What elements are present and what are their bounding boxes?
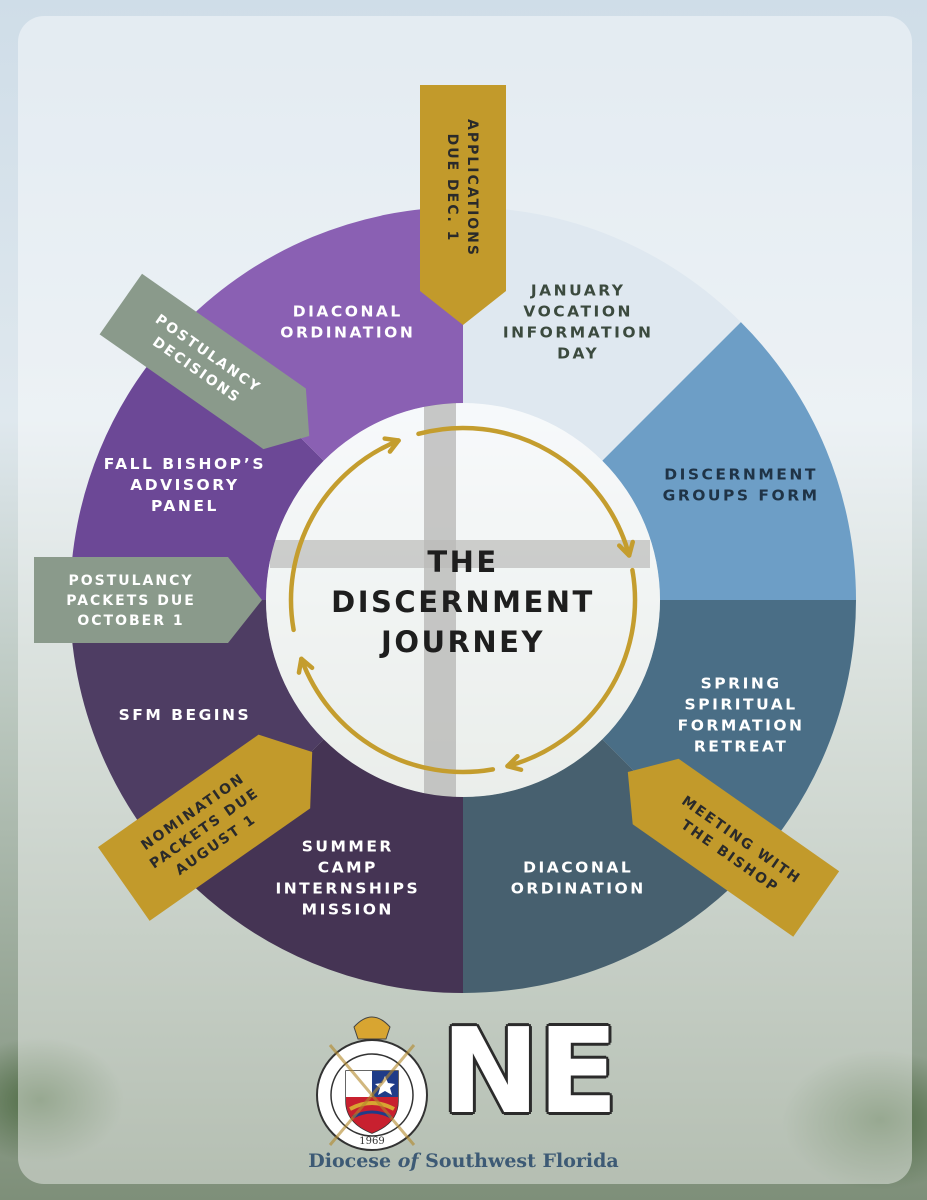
segment-label-line: INTERNSHIPS (275, 880, 420, 898)
flag-label-line: POSTULANCY (68, 573, 193, 589)
cycle-arrow-arc (505, 567, 638, 769)
segment-label-line: DIACONAL (293, 302, 403, 320)
milestone-flag: POSTULANCYDECISIONS (99, 273, 310, 450)
ring-segment (602, 322, 856, 600)
center-circle (266, 403, 660, 797)
diocese-tagline: Diocese of Southwest Florida (0, 1150, 927, 1172)
milestone-flags: APPLICATIONSDUE DEC. 1 POSTULANCYDECISION… (34, 85, 840, 937)
cycle-arrow-arc (288, 438, 401, 633)
ring-segment (70, 322, 324, 600)
cycle-arrow-arc (416, 425, 632, 558)
flag-shape (99, 273, 310, 450)
flag-shape (627, 758, 840, 937)
segment-label: DISCERNMENT GROUPS FORM (663, 465, 820, 504)
segment-label-line: FALL BISHOP’S (104, 455, 266, 473)
segment-label-line: ADVISORY (130, 476, 239, 494)
segment-label: FALL BISHOP’S ADVISORY PANEL (104, 455, 266, 515)
flag-shape (34, 557, 262, 643)
segment-label-line: DISCERNMENT (664, 465, 818, 483)
center-title: THE DISCERNMENT JOURNEY (331, 545, 595, 659)
flag-label: POSTULANCY PACKETS DUE OCTOBER 1 (66, 573, 196, 629)
tagline-prefix: Diocese (308, 1150, 398, 1172)
segment-label: JANUARY VOCATION INFORMATION DAY (503, 281, 654, 362)
segment-label: DIACONAL ORDINATION (511, 859, 646, 898)
flag-label-line: PACKETS DUE (66, 593, 196, 609)
ring-segment (185, 207, 463, 461)
segment-label-line: DAY (557, 344, 599, 362)
segment-label-line: GROUPS FORM (663, 486, 820, 504)
ring-segment (463, 207, 741, 461)
segment-label-line: CAMP (318, 859, 378, 877)
flag-label-line: APPLICATIONS (464, 119, 480, 257)
segment-label-line: INFORMATION (503, 323, 654, 341)
flag-shape (97, 734, 313, 921)
flag-label: APPLICATIONSDUE DEC. 1 (444, 119, 480, 257)
segment-label: SFM BEGINS (119, 706, 252, 724)
segment-label: SUMMER CAMP INTERNSHIPS MISSION (275, 838, 420, 919)
cycle-arrow-head (382, 436, 401, 454)
segment-label-line: DIACONAL (523, 859, 633, 877)
diocese-seal-icon (316, 1016, 428, 1151)
ring-segment (70, 600, 324, 878)
tagline-italic: of (397, 1150, 419, 1172)
segment-label-line: ORDINATION (511, 880, 646, 898)
center-title-line: THE (427, 545, 498, 579)
cycle-arrow-head (296, 656, 315, 675)
ring-segment (185, 739, 463, 993)
cycle-arrows (288, 425, 638, 775)
center-title-line: JOURNEY (379, 625, 545, 659)
segment-label-line: SFM BEGINS (119, 706, 252, 724)
flag-label-line: DUE DEC. 1 (444, 134, 460, 243)
segment-label-line: MISSION (302, 901, 394, 919)
cycle-arrow-head (505, 753, 524, 773)
logo-block: 1969 (0, 1005, 927, 1185)
milestone-flag: POSTULANCY PACKETS DUE OCTOBER 1 (34, 557, 262, 643)
segment-label-line: SUMMER (302, 838, 394, 856)
seal-year: 1969 (359, 1136, 384, 1147)
segment-label: DIACONAL ORDINATION (280, 302, 415, 341)
segment-label-line: PANEL (151, 497, 219, 515)
flag-shape (420, 85, 506, 325)
tagline-suffix: Southwest Florida (418, 1150, 619, 1172)
segment-label-line: ORDINATION (280, 323, 415, 341)
segment-label-line: VOCATION (523, 302, 633, 320)
ring-segment (463, 739, 741, 993)
segment-label-line: SPRING (701, 675, 782, 693)
cycle-arrow-head (616, 539, 636, 558)
segment-label-line: JANUARY (530, 281, 626, 299)
flag-label-line: OCTOBER 1 (77, 613, 184, 629)
journey-ring: JANUARY VOCATION INFORMATION DAY DISCERNMENT… (70, 207, 856, 993)
segment-label: SPRING SPIRITUAL FORMATION RETREAT (678, 675, 805, 756)
cycle-arrow-arc (299, 656, 496, 775)
milestone-flag: APPLICATIONSDUE DEC. 1 (420, 85, 506, 325)
center-title-line: DISCERNMENT (331, 585, 595, 619)
segment-label-line: SPIRITUAL (685, 696, 798, 714)
segment-label-line: FORMATION (678, 717, 805, 735)
ring-segment (602, 600, 856, 878)
one-wordmark: NE (441, 1002, 618, 1140)
center-disc: THE DISCERNMENT JOURNEY (266, 403, 660, 797)
segment-label-line: RETREAT (694, 738, 789, 756)
